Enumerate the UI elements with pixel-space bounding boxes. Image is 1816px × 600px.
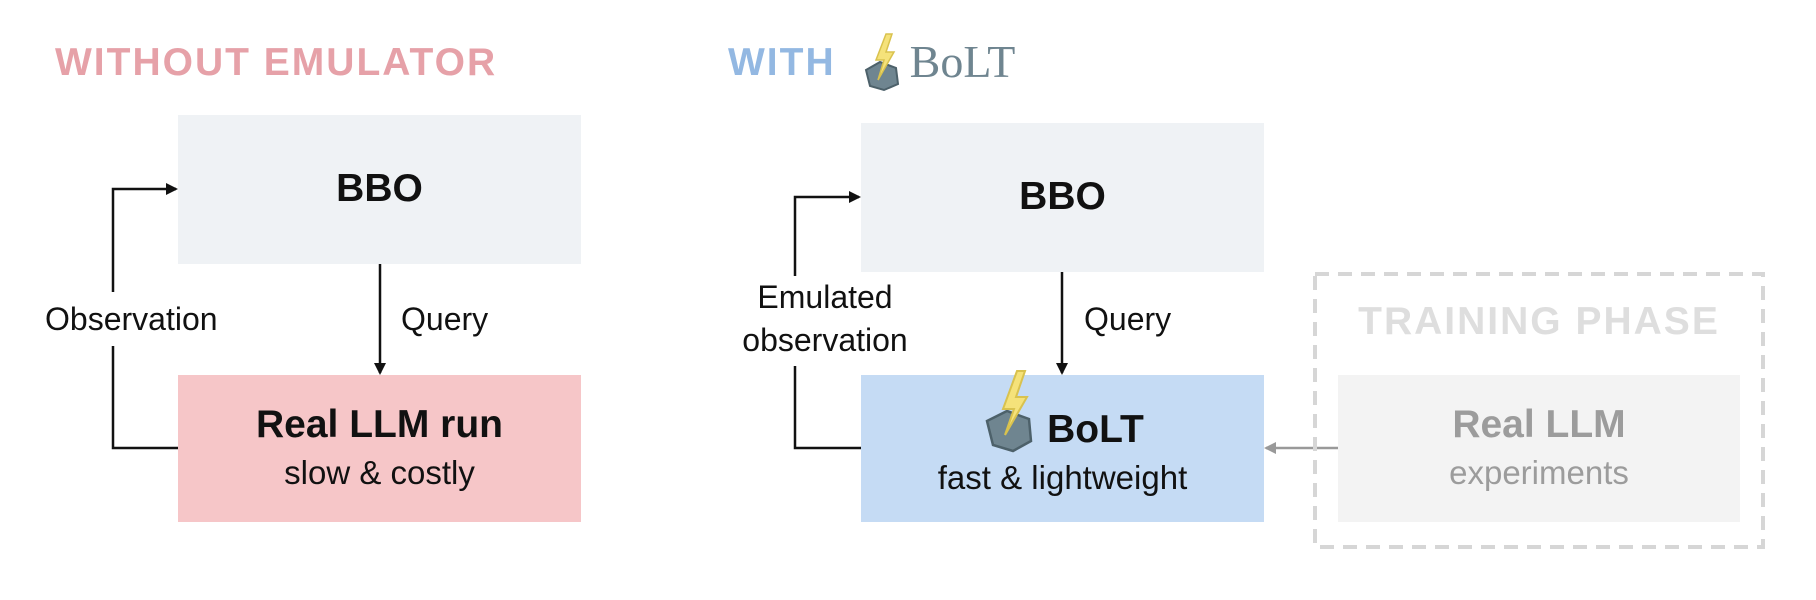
training-phase-frame xyxy=(1313,272,1765,549)
with-heading-brand: BoLT xyxy=(909,36,1016,87)
right-query-label: Query xyxy=(1084,301,1172,337)
without-emulator-heading: WITHOUT EMULATOR xyxy=(55,41,498,84)
left-observation-label: Observation xyxy=(45,301,218,337)
emulated-observation-line1: Emulated xyxy=(757,279,893,315)
real-llm-experiments-box: Real LLM experiments xyxy=(1338,375,1740,522)
bolt-emulator-title: BoLT xyxy=(1047,408,1144,452)
right-bbo-label: BBO xyxy=(1019,175,1106,219)
lightning-rock-logo-icon xyxy=(981,369,1043,453)
real-llm-run-subtitle: slow & costly xyxy=(284,454,475,492)
left-query-label: Query xyxy=(401,301,489,337)
right-feedback-loop-lower xyxy=(793,366,861,450)
emulated-observation-line2: observation xyxy=(742,322,908,359)
real-llm-run-title: Real LLM run xyxy=(255,403,503,447)
training-phase-heading: TRAINING PHASE xyxy=(1358,300,1720,343)
real-llm-experiments-subtitle: experiments xyxy=(1449,454,1629,492)
with-bolt-heading: WITH BoLT xyxy=(728,30,1015,94)
bolt-emulator-box: BoLT fast & lightweight xyxy=(861,369,1264,522)
real-llm-run-box: Real LLM run slow & costly xyxy=(178,375,581,522)
left-feedback-loop-lower xyxy=(111,346,178,450)
right-bbo-box: BBO xyxy=(861,123,1264,272)
lightning-rock-logo-icon xyxy=(860,30,908,94)
left-feedback-loop-upper xyxy=(111,183,178,292)
real-llm-experiments-title: Real LLM xyxy=(1452,403,1626,447)
emulated-observation-label: Emulated observation xyxy=(725,276,925,362)
left-bbo-label: BBO xyxy=(336,167,423,211)
right-feedback-loop-upper xyxy=(793,191,861,276)
left-bbo-box: BBO xyxy=(178,115,581,264)
bolt-emulator-title-row: BoLT xyxy=(981,369,1144,453)
with-heading-prefix: WITH xyxy=(728,40,836,84)
bolt-emulator-subtitle: fast & lightweight xyxy=(937,458,1188,496)
